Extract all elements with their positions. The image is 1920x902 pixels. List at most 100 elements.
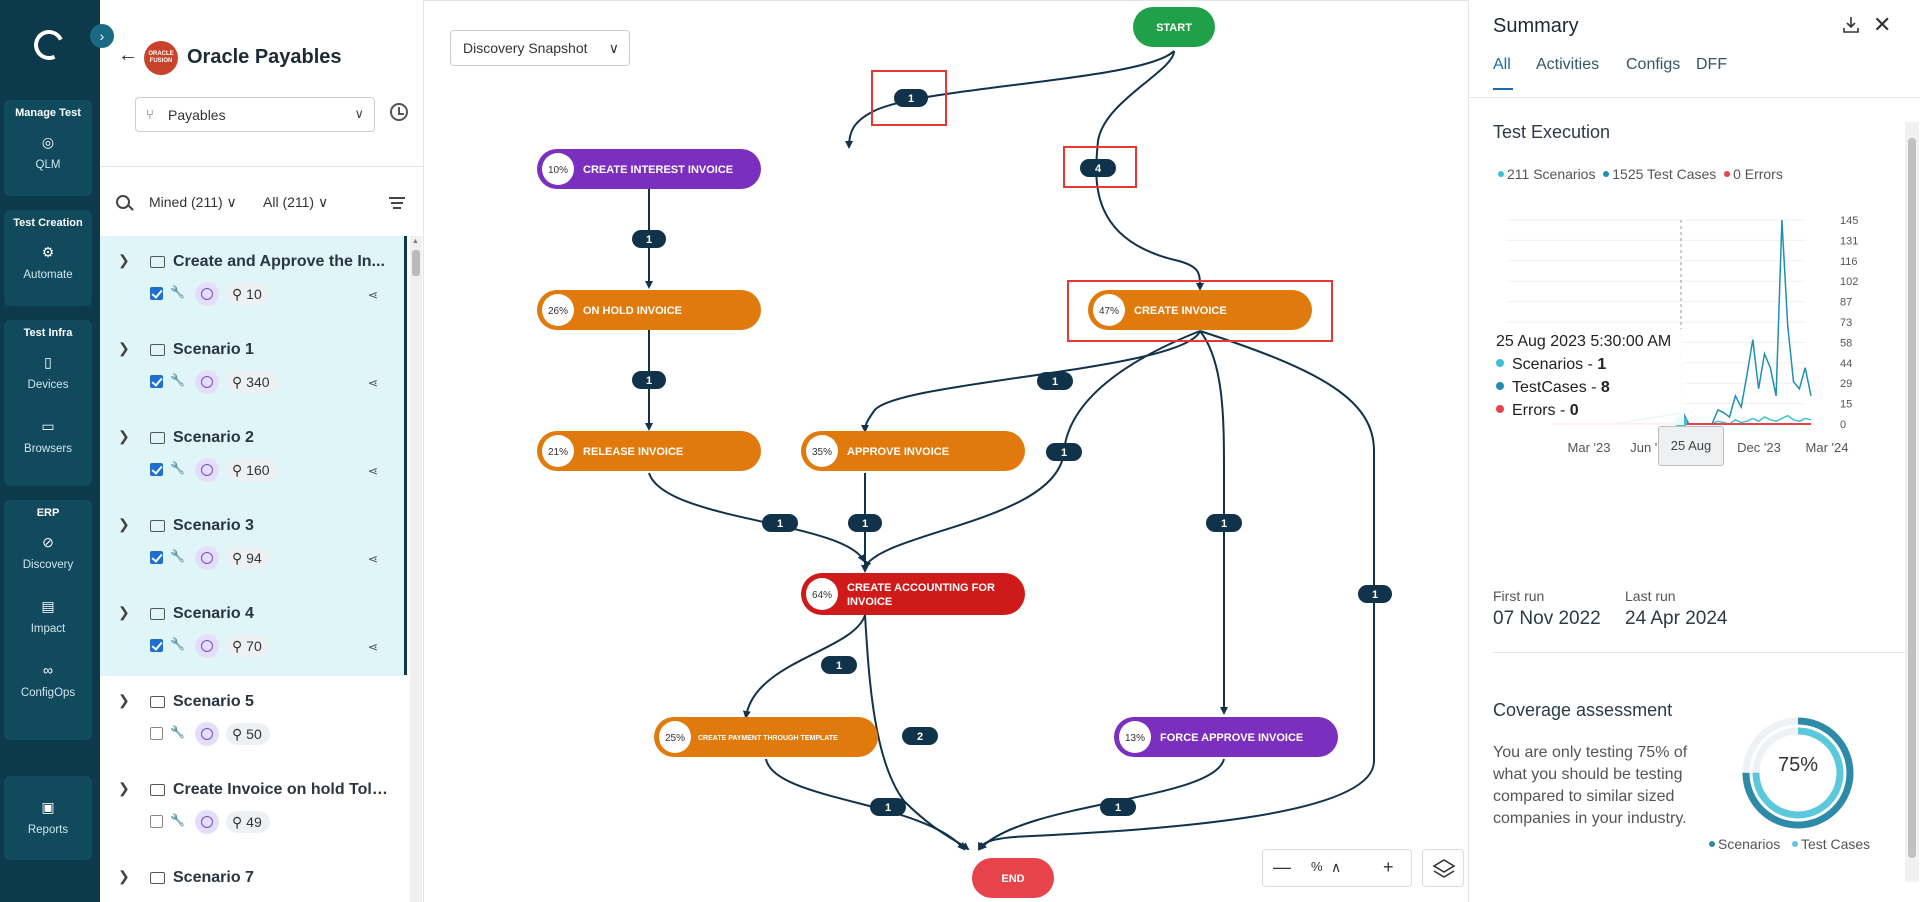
process-flow-canvas[interactable]: 1 4 1 1 1 1 1 1 1 1 1 2 1 1 START: [424, 0, 1468, 902]
share-icon[interactable]: ⋖: [368, 640, 379, 654]
scenario-checkbox[interactable]: [150, 639, 163, 652]
tab-activities[interactable]: Activities: [1536, 56, 1600, 73]
svg-text:1: 1: [1221, 518, 1227, 530]
divider: [1469, 97, 1920, 98]
scenario-checkbox[interactable]: [150, 551, 163, 564]
scenario-checkbox[interactable]: [150, 463, 163, 476]
svg-text:64%: 64%: [812, 590, 832, 601]
share-icon[interactable]: ⋖: [368, 464, 379, 478]
chevron-right-icon[interactable]: ❯: [118, 428, 130, 444]
nav-item-reports[interactable]: ▣ Reports: [4, 798, 92, 837]
chevron-right-icon[interactable]: ❯: [118, 340, 130, 356]
chevron-right-icon[interactable]: ❯: [118, 604, 130, 620]
edge-label: 1: [1037, 372, 1073, 390]
status-circle-icon: [195, 634, 219, 658]
y-tick-label: 145: [1840, 215, 1858, 227]
chevron-right-icon[interactable]: ❯: [118, 780, 130, 796]
collapse-rail-button[interactable]: ›: [90, 24, 114, 48]
scenario-row[interactable]: ❯ Scenario 4 🔧 ⚲ 70 ⋖: [100, 588, 406, 676]
share-icon[interactable]: ⋖: [368, 288, 379, 302]
coverage-legend: Scenarios Test Cases: [1709, 836, 1870, 852]
filter-all-dropdown[interactable]: All (211) ∨: [263, 194, 329, 210]
legend-errors[interactable]: 0 Errors: [1733, 166, 1783, 182]
nav-item-discovery[interactable]: ⊘ Discovery: [4, 533, 92, 572]
close-icon[interactable]: ✕: [1873, 12, 1892, 37]
zoom-in-icon[interactable]: +: [1383, 857, 1394, 877]
share-icon[interactable]: ⋖: [368, 552, 379, 566]
edge-label: 1: [762, 514, 798, 532]
history-icon[interactable]: [390, 103, 408, 121]
scrollbar-thumb[interactable]: [1908, 138, 1916, 858]
scenario-row[interactable]: ❯ Create and Approve the In... 🔧 ⚲ 10 ⋖: [100, 236, 406, 324]
chevron-right-icon[interactable]: ❯: [118, 868, 130, 884]
svg-text:1: 1: [1061, 447, 1067, 459]
scenario-checkbox[interactable]: [150, 375, 163, 388]
summary-scrollbar[interactable]: [1905, 122, 1919, 882]
svg-text:CREATE INTEREST INVOICE: CREATE INTEREST INVOICE: [583, 164, 733, 176]
sort-icon[interactable]: [389, 197, 405, 209]
chevron-up-icon[interactable]: ∧: [1331, 859, 1342, 875]
svg-text:1: 1: [777, 518, 783, 530]
nav-group-test-creation: Test Creation ⚙ Automate: [4, 210, 92, 306]
download-icon[interactable]: [1843, 16, 1859, 34]
highlight-box: [1063, 146, 1137, 188]
app-logo[interactable]: [29, 25, 69, 65]
edge-label: 1: [1100, 798, 1136, 816]
folder-icon: [150, 784, 165, 796]
module-select[interactable]: ⑂ Payables ∨: [135, 97, 375, 132]
legend-testcases[interactable]: 1525 Test Cases: [1612, 166, 1717, 182]
nav-item-devices[interactable]: ▯ Devices: [4, 353, 92, 392]
scenario-list-scrollbar[interactable]: ▲: [410, 236, 422, 902]
layers-button[interactable]: [1422, 849, 1464, 887]
scenario-row[interactable]: ❯ Scenario 5 🔧 ⚲ 50: [100, 676, 406, 764]
legend-scenarios[interactable]: 211 Scenarios: [1507, 166, 1596, 182]
tab-all[interactable]: All: [1493, 56, 1511, 73]
oracle-fusion-logo: ORACLE FUSION: [144, 41, 178, 75]
status-circle-icon: [195, 546, 219, 570]
x-axis-hover-badge: 25 Aug: [1658, 426, 1724, 466]
active-tab-indicator: [1493, 88, 1513, 90]
scenario-row[interactable]: ❯ Scenario 1 🔧 ⚲ 340 ⋖: [100, 324, 406, 412]
edge-highlights: [871, 70, 1333, 342]
zoom-out-icon[interactable]: —: [1273, 857, 1291, 877]
nav-item-configops[interactable]: ∞ ConfigOps: [4, 661, 92, 699]
wrench-icon: 🔧: [170, 725, 185, 739]
scroll-up-icon[interactable]: ▲: [412, 238, 419, 245]
scrollbar-thumb[interactable]: [412, 250, 420, 276]
snapshot-select[interactable]: Discovery Snapshot ∨: [450, 30, 630, 66]
scenario-checkbox[interactable]: [150, 727, 163, 740]
tooltip-testcases: TestCases - 8: [1496, 379, 1610, 397]
scenario-row[interactable]: ❯ Scenario 3 🔧 ⚲ 94 ⋖: [100, 500, 406, 588]
monitor-icon: ▭: [41, 417, 55, 434]
nav-item-qlm[interactable]: ◎ QLM: [4, 133, 92, 172]
zoom-controls: — % ∧ +: [1262, 849, 1412, 887]
tab-dff[interactable]: DFF: [1696, 56, 1728, 73]
scenario-checkbox[interactable]: [150, 287, 163, 300]
scenario-row[interactable]: ❯ Scenario 7: [100, 852, 406, 902]
filter-mined-dropdown[interactable]: Mined (211) ∨: [149, 194, 237, 210]
edge-release-accounting: [648, 472, 865, 563]
scenario-row[interactable]: ❯ Scenario 2 🔧 ⚲ 160 ⋖: [100, 412, 406, 500]
scenario-row[interactable]: ❯ Create Invoice on hold Tole... 🔧 ⚲ 49: [100, 764, 406, 852]
coverage-donut[interactable]: [1735, 710, 1861, 836]
node-force-approve-invoice: 13%FORCE APPROVE INVOICE: [1114, 717, 1338, 757]
share-icon[interactable]: ⋖: [368, 376, 379, 390]
chevron-right-icon[interactable]: ❯: [118, 692, 130, 708]
tab-configs[interactable]: Configs: [1626, 56, 1681, 73]
zoom-level-label[interactable]: %: [1311, 859, 1323, 874]
coverage-text: You are only testing 75% of what you sho…: [1493, 744, 1688, 827]
scenario-checkbox[interactable]: [150, 815, 163, 828]
target-icon: ◎: [41, 133, 55, 150]
search-icon[interactable]: [116, 195, 130, 209]
chevron-right-icon[interactable]: ❯: [118, 252, 130, 268]
nav-item-browsers[interactable]: ▭ Browsers: [4, 417, 92, 456]
svg-text:47%: 47%: [1099, 306, 1119, 317]
page-title: Oracle Payables: [187, 46, 342, 68]
nav-item-impact[interactable]: ▤ Impact: [4, 597, 92, 636]
snapshot-select-value: Discovery Snapshot: [463, 40, 588, 56]
back-arrow-icon[interactable]: ←: [118, 44, 138, 66]
nav-item-automate[interactable]: ⚙ Automate: [4, 243, 92, 282]
test-count-badge: ⚲ 50: [226, 723, 270, 745]
chevron-right-icon[interactable]: ❯: [118, 516, 130, 532]
